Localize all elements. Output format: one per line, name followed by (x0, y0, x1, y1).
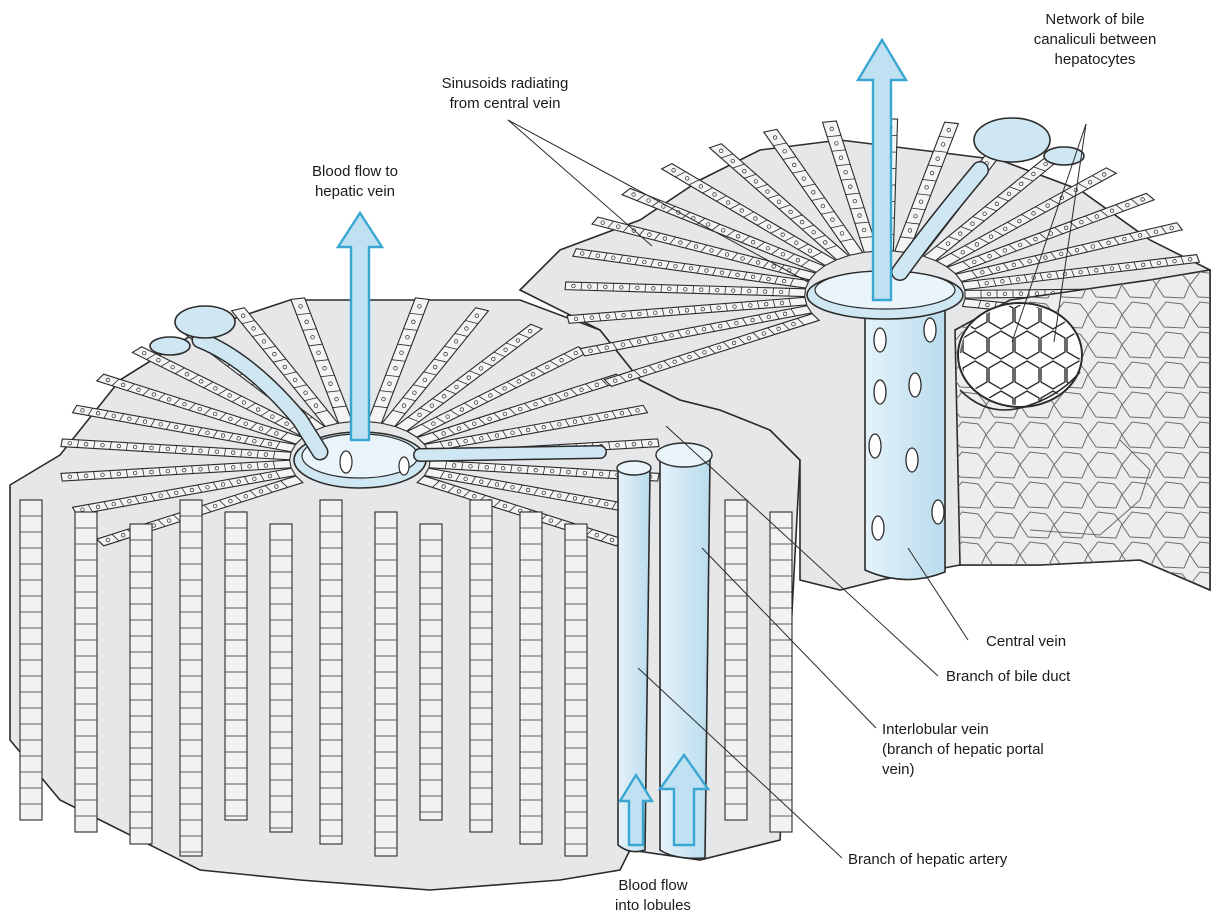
hepatocyte-column (225, 512, 247, 820)
sinusoid-opening (924, 318, 936, 342)
sinusoid-opening (872, 516, 884, 540)
label-canaliculi: Network of bile canaliculi between hepat… (1000, 10, 1190, 70)
hepatocyte-column (470, 500, 492, 832)
label-blood-out: Blood flow to hepatic vein (290, 162, 420, 202)
label-interlobular-vein: Interlobular vein (branch of hepatic por… (882, 720, 1044, 780)
label-line: hepatocytes (1000, 50, 1190, 70)
label-bile-duct: Branch of bile duct (946, 667, 1070, 687)
hepatocyte-column (320, 500, 342, 844)
hepatocyte-column (420, 524, 442, 820)
label-line: Branch of hepatic artery (848, 850, 1007, 870)
label-line: Blood flow to (290, 162, 420, 182)
label-line: Interlobular vein (882, 720, 1044, 740)
label-line: hepatic vein (290, 182, 420, 202)
label-line: Sinusoids radiating (420, 74, 590, 94)
label-line: from central vein (420, 94, 590, 114)
label-line: (branch of hepatic portal (882, 740, 1044, 760)
cut-face-hepatocytes (955, 270, 1210, 590)
hepatocyte-column (375, 512, 397, 856)
label-line: canaliculi between (1000, 30, 1190, 50)
sinusoid-opening (906, 448, 918, 472)
label-line: Branch of bile duct (946, 667, 1070, 687)
sinusoid-opening (874, 380, 886, 404)
hepatocyte-column (270, 524, 292, 832)
label-line: into lobules (598, 896, 708, 916)
label-blood-in: Blood flow into lobules (598, 876, 708, 916)
label-central-vein: Central vein (986, 632, 1066, 652)
label-line: Blood flow (598, 876, 708, 896)
hepatocyte-column (565, 524, 587, 856)
label-line: Central vein (986, 632, 1066, 652)
label-sinusoids: Sinusoids radiating from central vein (420, 74, 590, 114)
sinusoid-opening (874, 328, 886, 352)
label-line: vein) (882, 760, 1044, 780)
label-line: Network of bile (1000, 10, 1190, 30)
sinusoid-opening (932, 500, 944, 524)
label-hepatic-artery: Branch of hepatic artery (848, 850, 1007, 870)
hepatocyte-column (520, 512, 542, 844)
sinusoid-opening (869, 434, 881, 458)
sinusoid-opening (909, 373, 921, 397)
hepatocyte-column (180, 500, 202, 856)
